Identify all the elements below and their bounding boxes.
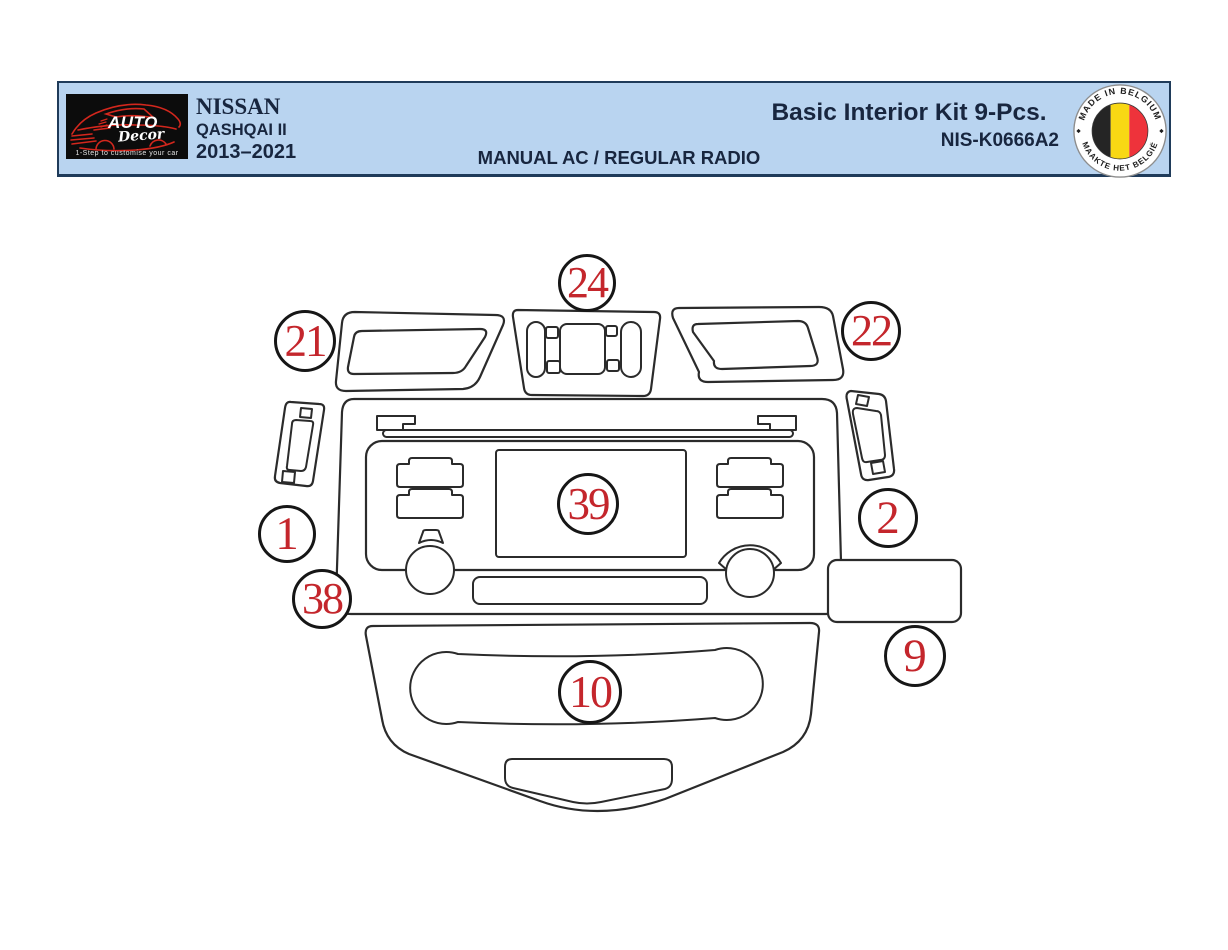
logo-tagline: 1-Step to customise your car	[75, 150, 179, 157]
kit-info: Basic Interior Kit 9-Pcs. NIS-K0666A2	[719, 99, 1099, 152]
part-number: 21	[284, 315, 328, 366]
part-label-38: 38	[292, 569, 352, 629]
kit-part-code: NIS-K0666A2	[940, 130, 1059, 151]
part-number: 10	[569, 666, 613, 717]
part-small-plate	[826, 558, 963, 624]
made-in-belgium-badge: MADE IN BELGIUM MAAKTE HET BELGIË	[1073, 84, 1167, 178]
part-label-24: 24	[558, 254, 616, 312]
part-label-1: 1	[258, 505, 316, 563]
badge-left-dot-icon	[1076, 128, 1081, 134]
part-number: 2	[876, 491, 900, 544]
part-side-trim-left	[273, 400, 326, 488]
kit-variant: MANUAL AC / REGULAR RADIO	[477, 147, 761, 168]
part-vent-trim-left	[334, 310, 506, 393]
vehicle-years: 2013–2021	[196, 140, 297, 163]
part-label-39: 39	[557, 473, 619, 535]
logo-brand: AUTO Decor	[108, 113, 165, 146]
header-bar: AUTO Decor 1-Step to customise your car …	[57, 81, 1171, 178]
cd-slot	[472, 576, 708, 605]
part-label-10: 10	[558, 660, 622, 724]
speed-lines-icon	[98, 118, 108, 128]
part-climate-panel	[364, 621, 821, 813]
vehicle-info: NISSAN QASHQAI II 2013–2021	[196, 95, 296, 162]
part-label-22: 22	[841, 301, 901, 361]
part-hazard-switch-trim	[511, 308, 662, 398]
part-vent-trim-right	[671, 305, 845, 384]
badge-right-dot-icon	[1159, 128, 1164, 134]
vehicle-model: QASHQAI II	[196, 121, 287, 139]
part-label-21: 21	[274, 310, 336, 372]
kit-title: Basic Interior Kit 9-Pcs.	[771, 99, 1047, 126]
part-number: 22	[851, 306, 893, 355]
car-icon	[70, 103, 182, 152]
part-number: 9	[903, 629, 927, 682]
part-number: 39	[567, 478, 611, 529]
part-label-9: 9	[884, 625, 946, 687]
belgium-flag-icon	[1092, 103, 1148, 159]
left-knob	[405, 545, 455, 595]
part-side-trim-right	[845, 389, 896, 482]
vehicle-make: NISSAN	[196, 94, 281, 119]
part-number: 1	[275, 507, 299, 560]
logo-brand-auto: AUTO	[108, 113, 158, 132]
part-label-2: 2	[858, 488, 918, 548]
part-number: 24	[567, 258, 609, 307]
part-number: 38	[302, 574, 344, 623]
autodecor-logo: AUTO Decor 1-Step to customise your car	[66, 94, 188, 159]
right-knob	[725, 548, 775, 598]
